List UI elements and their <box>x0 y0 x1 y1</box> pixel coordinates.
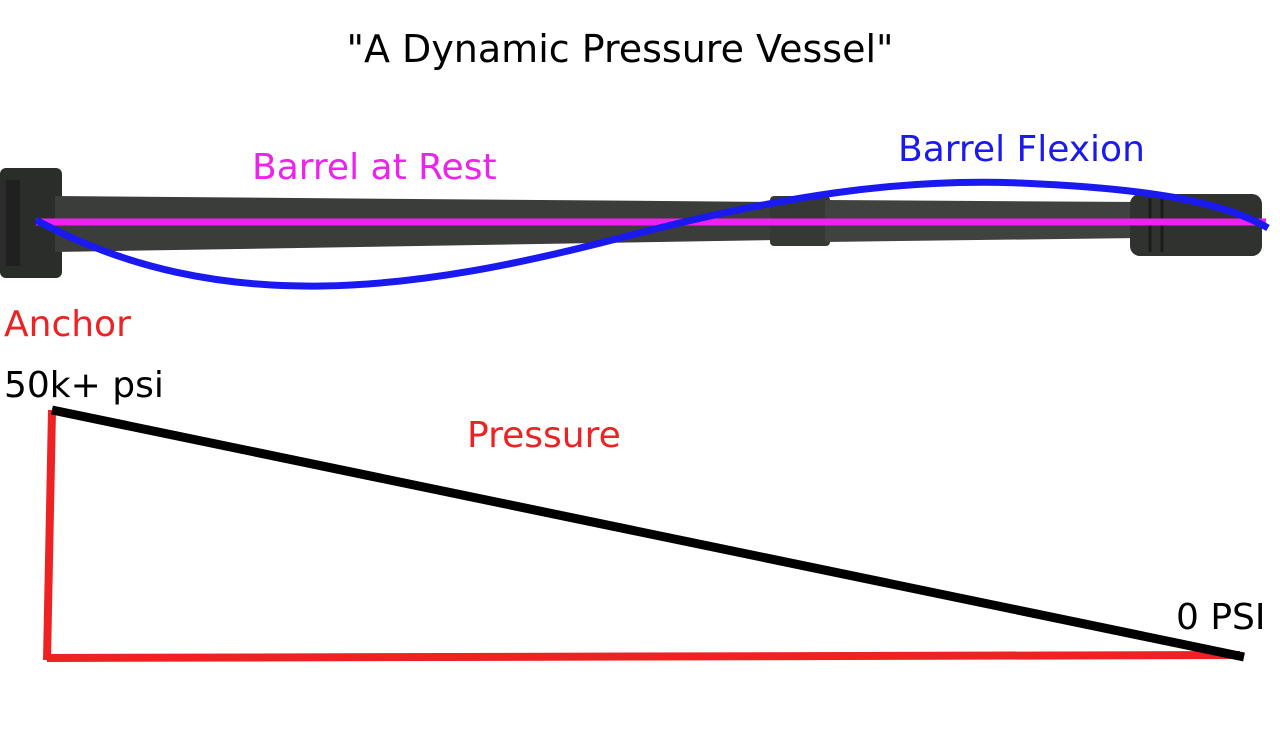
barrel-flexion-label: Barrel Flexion <box>898 129 1145 170</box>
diagram-title: "A Dynamic Pressure Vessel" <box>346 27 894 71</box>
anchor-label: Anchor <box>4 304 131 345</box>
pressure-gradient-line <box>51 405 1245 662</box>
pressure-low-label: 0 PSI <box>1176 597 1266 638</box>
handguard-rail <box>6 180 20 266</box>
pressure-horizontal-axis <box>46 651 1241 662</box>
pressure-label: Pressure <box>467 415 621 456</box>
pressure-high-label: 50k+ psi <box>4 365 164 406</box>
barrel-rest-label: Barrel at Rest <box>252 147 497 188</box>
barrel-flexion-curve <box>34 178 1270 290</box>
pressure-vertical-axis <box>43 409 56 661</box>
